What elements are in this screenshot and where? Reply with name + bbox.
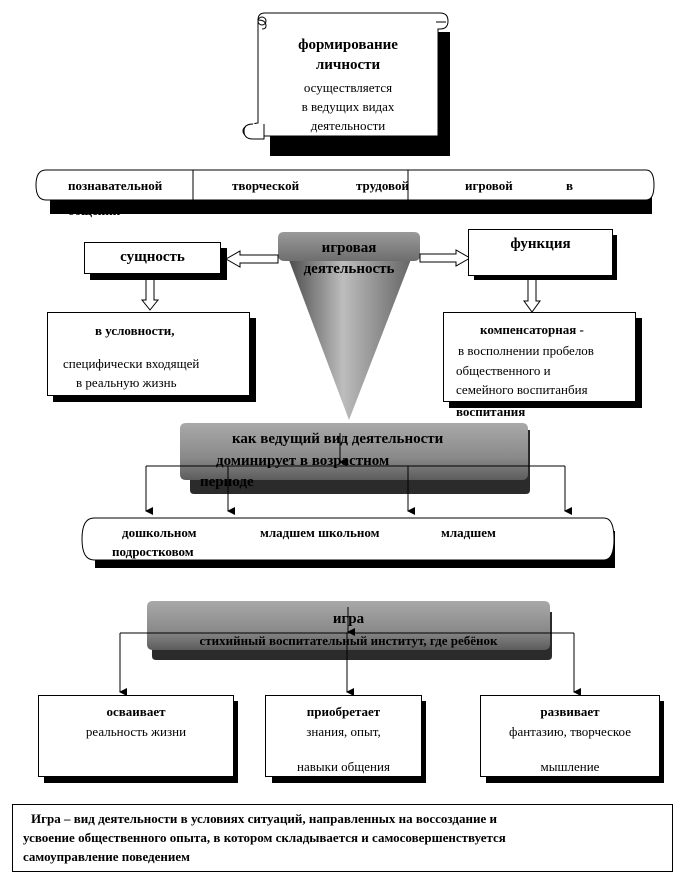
definition-box: Игра – вид деятельности в условиях ситуа… [12, 804, 673, 872]
leading-line2: доминирует в возрастном [216, 453, 390, 469]
scroll-card: формирование личности осуществляется в в… [262, 30, 432, 136]
function-overflow: воспитания [456, 404, 526, 419]
essence-line2: специфически входящей [63, 356, 200, 371]
function-title: функция [510, 236, 571, 252]
scroll-title-line2: личности [315, 57, 381, 73]
leading-line1: как ведущий вид деятельности [232, 431, 444, 447]
essence-detail-box: в условности, специфически входящей в ре… [47, 312, 250, 396]
essence-title-box: сущность [84, 242, 221, 274]
result-box-acquire: приобретает знания, опыт, навыки общения [265, 695, 422, 777]
activity-item-in: в [566, 178, 574, 193]
age-junior-school: младшем школьном [260, 525, 380, 540]
right-double-arrow [419, 249, 472, 267]
activity-item-communication: общении [68, 203, 121, 218]
result-master-line1: реальность жизни [85, 724, 187, 739]
function-title-box: функция [468, 229, 613, 276]
function-line1: компенсаторная - [480, 322, 584, 337]
central-cap [278, 232, 420, 261]
activity-item-labor: трудовой [356, 178, 409, 193]
leading-line3: периоде [200, 474, 254, 490]
result-box-master: осваивает реальность жизни [38, 695, 234, 777]
central-label-line1: игровая [321, 240, 377, 256]
scroll-text-line2: в ведущих видах [301, 99, 395, 114]
activity-banner [35, 169, 655, 201]
function-line4: семейного воспитанбия [456, 382, 588, 397]
result-master-title: осваивает [106, 704, 166, 719]
definition-line2: усвоение общественного опыта, в котором … [23, 830, 506, 845]
activity-item-game: игровой [465, 178, 513, 193]
age-banner [81, 517, 615, 561]
result-develop-title: развивает [540, 704, 600, 719]
function-down-arrow [523, 275, 541, 313]
result-box-develop: развивает фантазию, творческое мышление [480, 695, 660, 777]
essence-line1: в условности, [95, 323, 175, 338]
scroll-text-line1: осуществляется [303, 80, 393, 95]
function-line3: общественного и [456, 363, 551, 378]
scroll-text-line3: деятельности [310, 118, 386, 133]
age-teen: подростковом [112, 544, 194, 559]
definition-line1: Игра – вид деятельности в условиях ситуа… [31, 811, 497, 826]
function-detail-box: компенсаторная - в восполнении пробелов … [443, 312, 636, 402]
cone-shape [280, 236, 420, 420]
activity-item-cognitive: познавательной [68, 178, 163, 193]
age-junior: младшем [441, 525, 496, 540]
result-develop-line2: мышление [540, 759, 600, 774]
result-develop-line1: фантазию, творческое [509, 724, 631, 739]
central-label-line2: деятельность [303, 261, 395, 277]
result-acquire-title: приобретает [306, 704, 381, 719]
activity-item-creative: творческой [232, 178, 300, 193]
game-title: игра [332, 611, 365, 627]
function-line2: в восполнении пробелов [458, 343, 594, 358]
age-preschool: дошкольном [122, 525, 197, 540]
essence-line3: в реальную жизнь [76, 375, 177, 390]
essence-title: сущность [120, 249, 185, 265]
left-double-arrow [224, 250, 279, 268]
result-acquire-line2: навыки общения [297, 759, 390, 774]
game-subtitle: стихийный воспитательный институт, где р… [199, 633, 498, 648]
result-acquire-line1: знания, опыт, [306, 724, 381, 739]
scroll-title-line1: формирование [298, 37, 398, 53]
definition-line3: самоуправление поведением [23, 849, 190, 864]
